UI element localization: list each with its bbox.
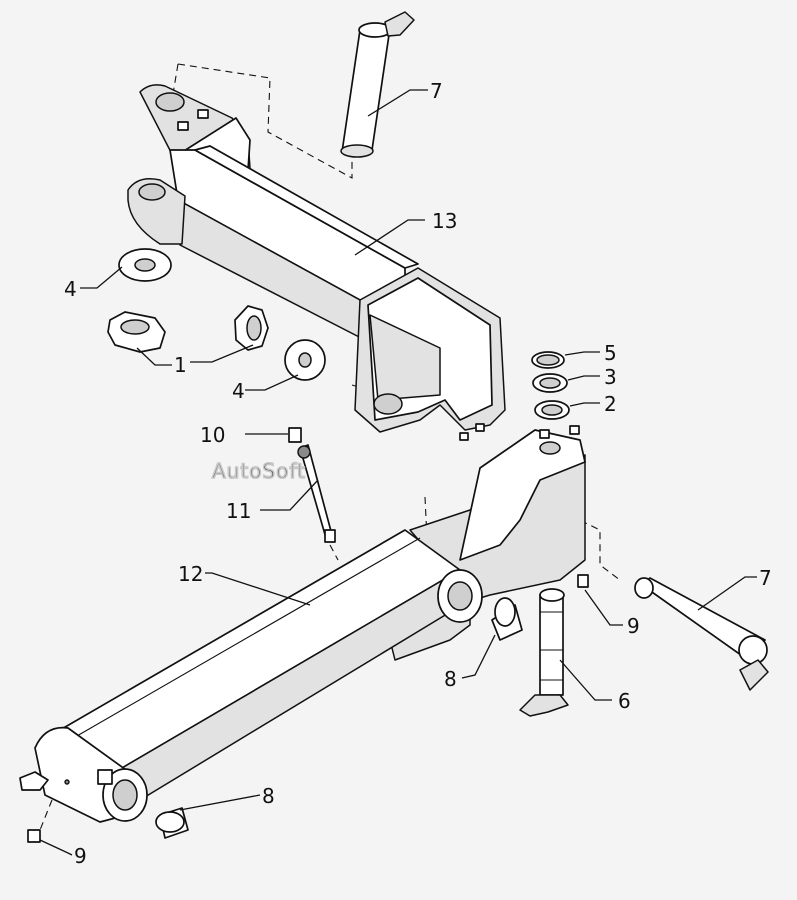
callout-labels: 7 13 4 1 4 5 3 2 10 11 12 7 9 8 6 8 9 [64, 79, 772, 868]
callout-13: 13 [432, 209, 457, 233]
callout-7-top: 7 [430, 79, 443, 103]
part-9-grease-nipples [27, 574, 589, 843]
callout-4-left: 4 [64, 277, 77, 301]
callout-leader-lines [39, 89, 757, 856]
callout-4-mid: 4 [232, 379, 245, 403]
part-4-washers [118, 248, 326, 381]
callout-5: 5 [604, 341, 617, 365]
callout-9-right: 9 [627, 614, 640, 638]
callout-2: 2 [604, 392, 617, 416]
callout-1: 1 [174, 353, 187, 377]
callout-9-bottom: 9 [74, 844, 87, 868]
callout-10: 10 [200, 423, 225, 447]
callout-12: 12 [178, 562, 203, 586]
callout-6: 6 [618, 689, 631, 713]
callout-8-mid: 8 [444, 667, 457, 691]
watermark-text: AutoSoft [212, 459, 306, 483]
part-7-top-pin [340, 11, 415, 158]
part-8-bushings [155, 597, 523, 839]
callout-8-bottom: 8 [262, 784, 275, 808]
part-1-nuts [107, 305, 269, 353]
part-6-pin [519, 588, 569, 717]
part-5-3-2-seals [531, 351, 570, 420]
part-12-lower-arm [19, 425, 586, 823]
callout-11: 11 [226, 499, 251, 523]
part-13-upper-arm [127, 84, 506, 441]
part-7-right-pin [634, 577, 769, 691]
callout-7-right: 7 [759, 566, 772, 590]
callout-3: 3 [604, 365, 617, 389]
part-10-11-grease-line [288, 427, 336, 543]
